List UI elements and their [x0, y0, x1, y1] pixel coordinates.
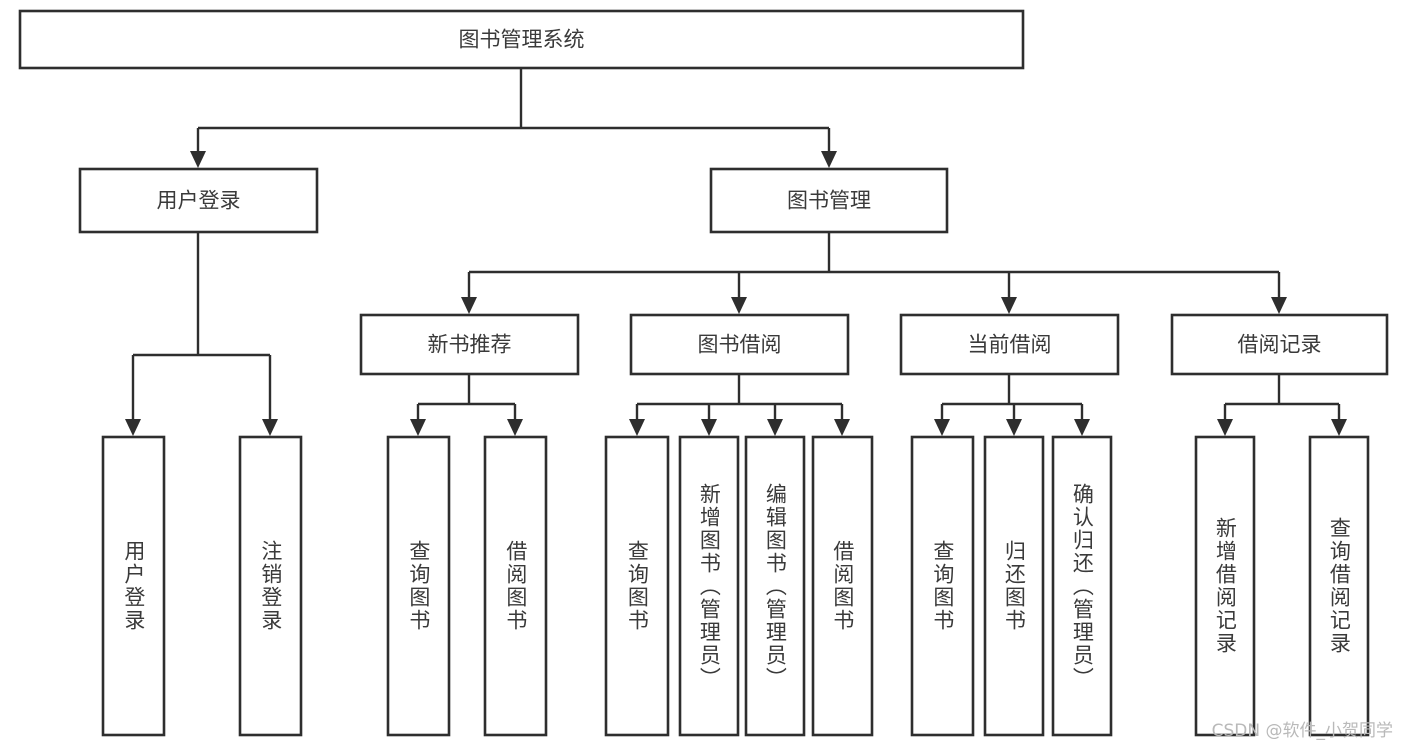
connector-user-login-to-leaves: [125, 232, 278, 436]
connectors-layer: [125, 68, 1347, 436]
watermark-text: CSDN @软件_小贺同学: [1211, 721, 1393, 741]
node-box-leaf-borrow-book[interactable]: [811, 435, 874, 737]
node-label-new-book-recommend: 新书推荐: [428, 333, 512, 357]
node-box-leaf-logout[interactable]: [238, 435, 303, 737]
node-box-current-borrow[interactable]: [899, 313, 1120, 376]
node-box-borrow-record[interactable]: [1170, 313, 1389, 376]
node-box-leaf-return-book[interactable]: [983, 435, 1045, 737]
node-box-leaf-add-book-admin[interactable]: [678, 435, 740, 737]
connector-current-borrow-to-leaves: [934, 374, 1090, 436]
node-box-leaf-borrow-book-recommend[interactable]: [483, 435, 548, 737]
node-box-root[interactable]: [18, 9, 1025, 70]
node-label-book-borrow: 图书借阅: [698, 333, 782, 357]
connector-root-to-level1: [190, 68, 837, 168]
node-boxes-layer: [18, 9, 1389, 737]
node-box-leaf-edit-book-admin[interactable]: [744, 435, 806, 737]
node-box-leaf-query-book-recommend[interactable]: [386, 435, 451, 737]
node-box-leaf-user-login[interactable]: [101, 435, 166, 737]
node-label-current-borrow: 当前借阅: [968, 333, 1052, 357]
node-box-book-management[interactable]: [709, 167, 949, 234]
node-box-book-borrow[interactable]: [629, 313, 850, 376]
node-box-leaf-add-borrow-record[interactable]: [1194, 435, 1256, 737]
connector-book-management-to-level2: [461, 232, 1287, 314]
connector-borrow-record-to-leaves: [1217, 374, 1347, 436]
node-box-leaf-confirm-return-admin[interactable]: [1051, 435, 1113, 737]
connector-new-book-recommend-to-leaves: [410, 374, 523, 436]
node-box-user-login[interactable]: [78, 167, 319, 234]
connector-book-borrow-to-leaves: [629, 374, 850, 436]
node-box-leaf-query-book-current[interactable]: [910, 435, 975, 737]
node-label-user-login: 用户登录: [157, 189, 241, 213]
node-box-new-book-recommend[interactable]: [359, 313, 580, 376]
node-box-leaf-query-book-borrow[interactable]: [604, 435, 670, 737]
node-label-borrow-record: 借阅记录: [1238, 333, 1322, 357]
node-box-leaf-query-borrow-record[interactable]: [1308, 435, 1370, 737]
node-label-book-management: 图书管理: [787, 189, 871, 213]
node-label-root: 图书管理系统: [459, 28, 585, 52]
